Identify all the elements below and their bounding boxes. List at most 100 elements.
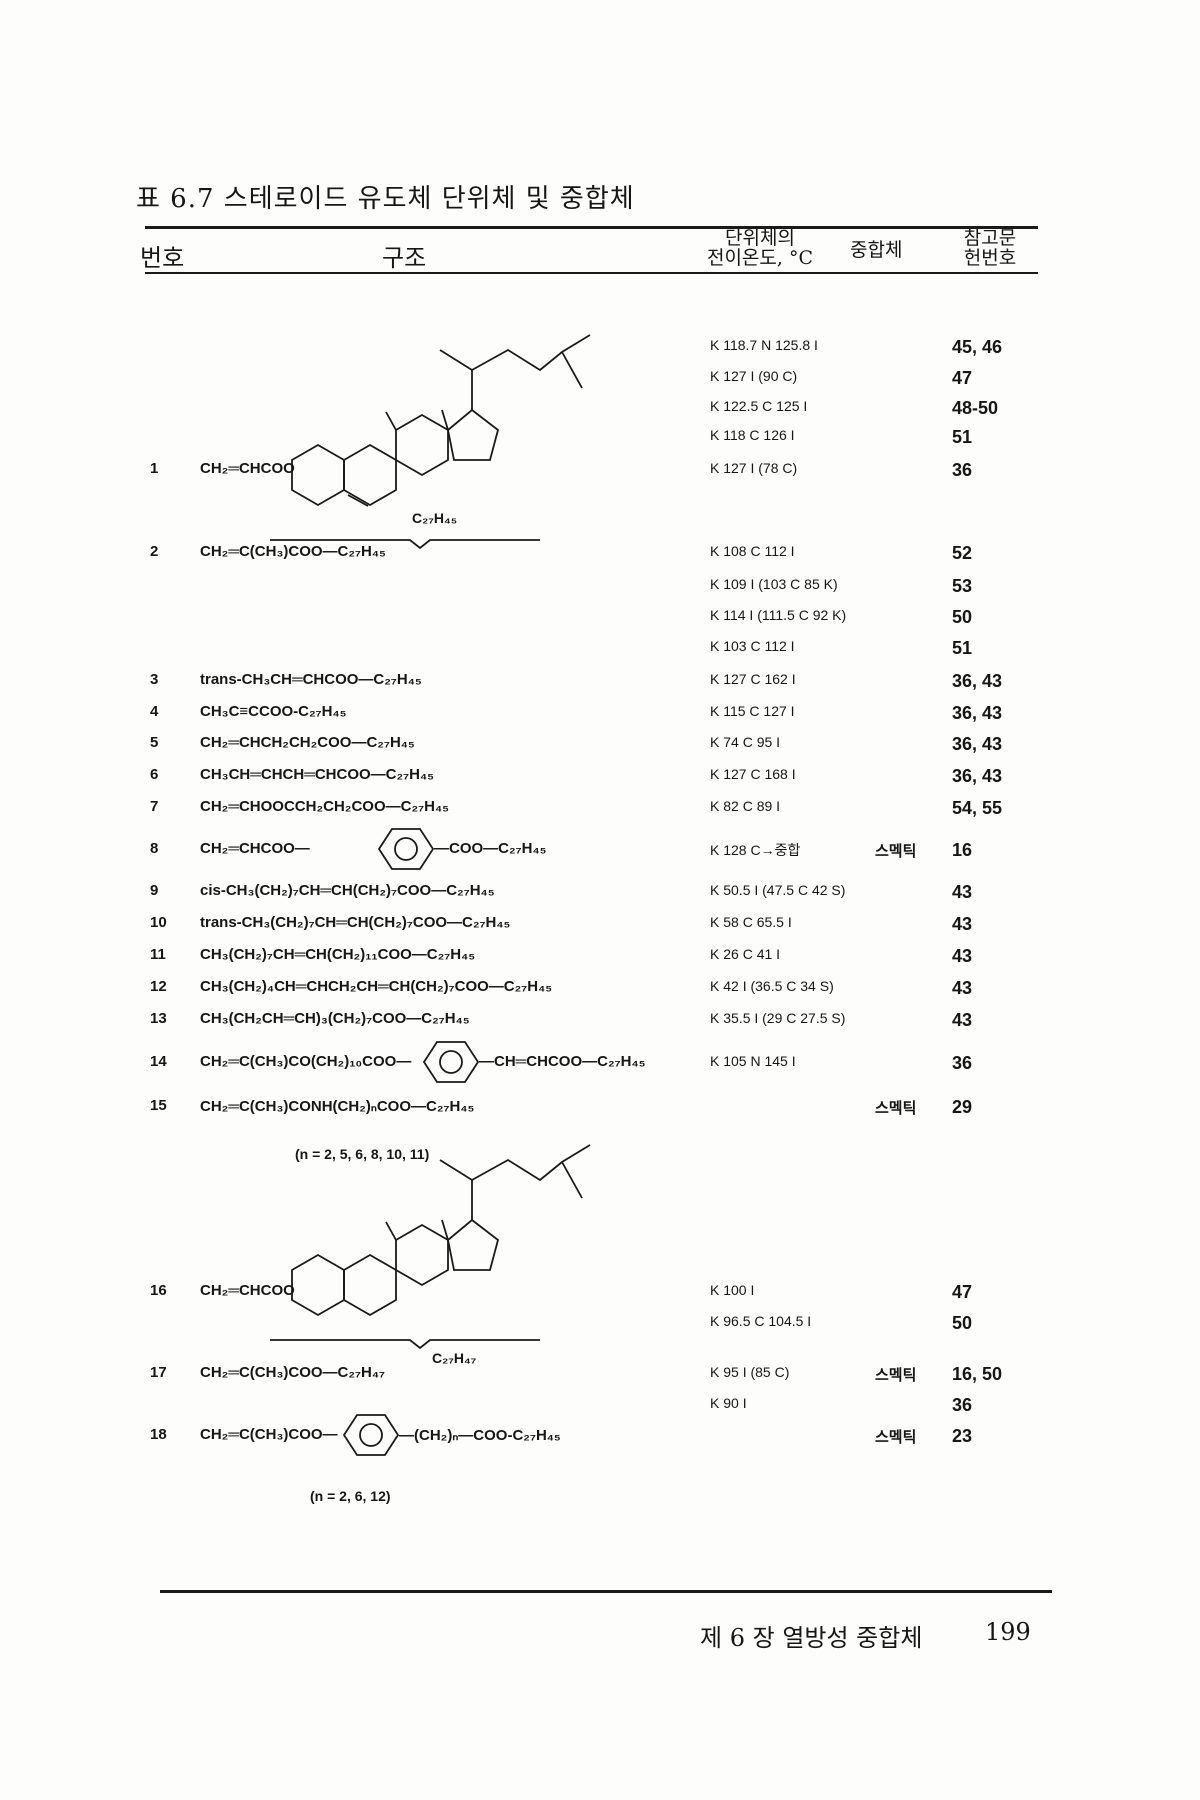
transition-temp: K 26 C 41 I bbox=[710, 946, 781, 962]
row-number: 9 bbox=[150, 882, 159, 899]
reference-number: 47 bbox=[952, 368, 973, 388]
header-top-rule bbox=[145, 226, 1038, 229]
transition-temp: K 82 C 89 I bbox=[710, 798, 781, 814]
transition-temp: K 122.5 C 125 I bbox=[710, 398, 808, 414]
transition-temp: K 90 I bbox=[710, 1395, 747, 1411]
reference-number: 36 bbox=[952, 1053, 973, 1073]
row-number: 6 bbox=[150, 766, 159, 783]
transition-temp: K 58 C 65.5 I bbox=[710, 914, 792, 930]
row-number: 3 bbox=[150, 671, 159, 688]
structure-formula: CH₂═C(CH₃)COO—C₂₇H₄₇ bbox=[200, 1364, 386, 1381]
structure-formula: cis-CH₃(CH₂)₇CH═CH(CH₂)₇COO—C₂₇H₄₅ bbox=[200, 882, 495, 899]
header-transition-line1: 단위체의 bbox=[725, 227, 795, 249]
polymer-phase: 스멕틱 bbox=[875, 843, 917, 860]
reference-number: 54, 55 bbox=[952, 798, 1003, 818]
transition-temp: K 96.5 C 104.5 I bbox=[710, 1313, 812, 1329]
transition-temp: K 127 I (90 C) bbox=[710, 368, 798, 384]
reference-number: 43 bbox=[952, 914, 973, 934]
row-number: 13 bbox=[150, 1010, 167, 1027]
header-no: 번호 bbox=[140, 244, 185, 272]
reference-number: 50 bbox=[952, 1313, 973, 1333]
structure-right: —(CH₂)ₙ—COO-C₂₇H₄₅ bbox=[399, 1427, 561, 1444]
header-ref-line1: 참고문 bbox=[963, 227, 1017, 249]
header-structure: 구조 bbox=[382, 244, 427, 272]
benzene-ring-icon bbox=[342, 1414, 400, 1456]
transition-temp: K 127 C 162 I bbox=[710, 671, 796, 687]
row-number: 17 bbox=[150, 1364, 167, 1381]
row-number: 12 bbox=[150, 978, 167, 995]
header-transition: 단위체의 전이온도, °C bbox=[700, 228, 820, 268]
reference-number: 51 bbox=[952, 427, 973, 447]
structure-formula: CH₂═C(CH₃)COO—C₂₇H₄₅ bbox=[200, 543, 386, 560]
polymer-phase: 스멕틱 bbox=[875, 1429, 917, 1446]
structure-formula: CH₃CH═CHCH═CHCOO—C₂₇H₄₅ bbox=[200, 766, 435, 783]
reference-number: 43 bbox=[952, 882, 973, 902]
reference-number: 52 bbox=[952, 543, 973, 563]
table-row: K 122.5 C 125 I 48-50 bbox=[0, 398, 1200, 426]
table-row: K 118 C 126 I 51 bbox=[0, 427, 1200, 455]
table-row: K 109 I (103 C 85 K)53 bbox=[0, 576, 1200, 604]
transition-temp: K 108 C 112 I bbox=[710, 543, 795, 559]
header-polymer: 중합체 bbox=[850, 239, 903, 261]
table-row: 6 CH₃CH═CHCH═CHCOO—C₂₇H₄₅ K 127 C 168 I 36,… bbox=[0, 766, 1200, 794]
structure-formula: CH₂═CHCH₂CH₂COO—C₂₇H₄₅ bbox=[200, 734, 415, 751]
cholestanyl-structure-2 bbox=[270, 1144, 591, 1350]
row-number: 5 bbox=[150, 734, 159, 751]
transition-temp: K 115 C 127 I bbox=[710, 703, 795, 719]
transition-temp: K 42 I (36.5 C 34 S) bbox=[710, 978, 834, 994]
transition-temp: K 105 N 145 I bbox=[710, 1053, 796, 1069]
structure-formula: CH₂═CHCOO bbox=[200, 1282, 295, 1299]
structure-left: CH₂═C(CH₃)COO— bbox=[200, 1426, 338, 1443]
transition-temp: K 50.5 I (47.5 C 42 S) bbox=[710, 882, 846, 898]
transition-temp: K 118.7 N 125.8 I bbox=[710, 337, 818, 353]
transition-temp: K 95 I (85 C) bbox=[710, 1364, 790, 1380]
reference-number: 36, 43 bbox=[952, 766, 1003, 786]
reference-number: 16, 50 bbox=[952, 1364, 1003, 1384]
transition-temp: K 128 C→중합 bbox=[710, 842, 801, 858]
table-row: K 127 I (90 C) 47 bbox=[0, 368, 1200, 396]
table-row: 9 cis-CH₃(CH₂)₇CH═CH(CH₂)₇COO—C₂₇H₄₅ K 50.… bbox=[0, 882, 1200, 910]
row-number: 14 bbox=[150, 1053, 167, 1070]
transition-temp: K 35.5 I (29 C 27.5 S) bbox=[710, 1010, 846, 1026]
reference-number: 36, 43 bbox=[952, 703, 1003, 723]
footer-chapter: 제 6 장 열방성 중합체 bbox=[700, 1624, 923, 1652]
header-ref: 참고문 헌번호 bbox=[950, 228, 1030, 268]
reference-number: 51 bbox=[952, 638, 973, 658]
transition-temp: K 114 I (111.5 C 92 K) bbox=[710, 607, 847, 623]
reference-number: 36 bbox=[952, 460, 973, 480]
table-row: 12 CH₃(CH₂)₄CH═CHCH₂CH═CH(CH₂)₇COO—C₂₇H₄₅… bbox=[0, 978, 1200, 1006]
header-bottom-rule bbox=[145, 272, 1038, 274]
transition-temp: K 100 I bbox=[710, 1282, 755, 1298]
polymer-phase: 스멕틱 bbox=[875, 1367, 917, 1384]
reference-number: 43 bbox=[952, 978, 973, 998]
footer-rule bbox=[160, 1590, 1052, 1593]
reference-number: 36, 43 bbox=[952, 734, 1003, 754]
row-number: 11 bbox=[150, 946, 166, 963]
reference-number: 48-50 bbox=[952, 398, 999, 418]
table-row: K 114 I (111.5 C 92 K)50 bbox=[0, 607, 1200, 635]
structure-formula: trans-CH₃CH═CHCOO—C₂₇H₄₅ bbox=[200, 671, 422, 688]
row-number: 16 bbox=[150, 1282, 167, 1299]
row-number: 10 bbox=[150, 914, 167, 931]
transition-temp: K 118 C 126 I bbox=[710, 427, 795, 443]
benzene-ring-icon bbox=[422, 1041, 480, 1083]
footer-page-number: 199 bbox=[985, 1618, 1031, 1646]
transition-temp: K 127 C 168 I bbox=[710, 766, 796, 782]
structure-formula: CH₃(CH₂)₄CH═CHCH₂CH═CH(CH₂)₇COO—C₂₇H₄₅ bbox=[200, 978, 553, 995]
row-number: 7 bbox=[150, 798, 159, 815]
structure-formula: CH₃C≡CCOO-C₂₇H₄₅ bbox=[200, 703, 347, 720]
